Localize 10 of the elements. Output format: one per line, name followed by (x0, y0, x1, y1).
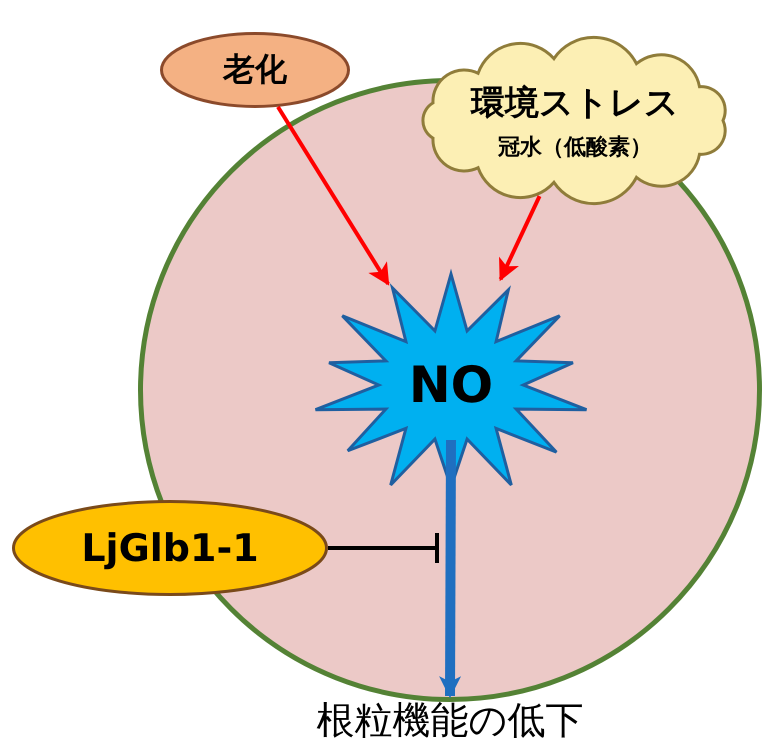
arrow (276, 106, 390, 286)
node-label: 環境ストレス (471, 82, 679, 124)
node-label: LjGlb1-1 (81, 526, 259, 570)
node-label: NO (408, 356, 494, 414)
arrow (498, 195, 542, 282)
sub-label: 冠水（低酸素） (498, 134, 652, 162)
inhibition-line (328, 533, 439, 563)
arrow (439, 440, 462, 698)
node-label: 根粒機能の低下 (316, 696, 584, 744)
node-label: 老化 (223, 49, 287, 90)
